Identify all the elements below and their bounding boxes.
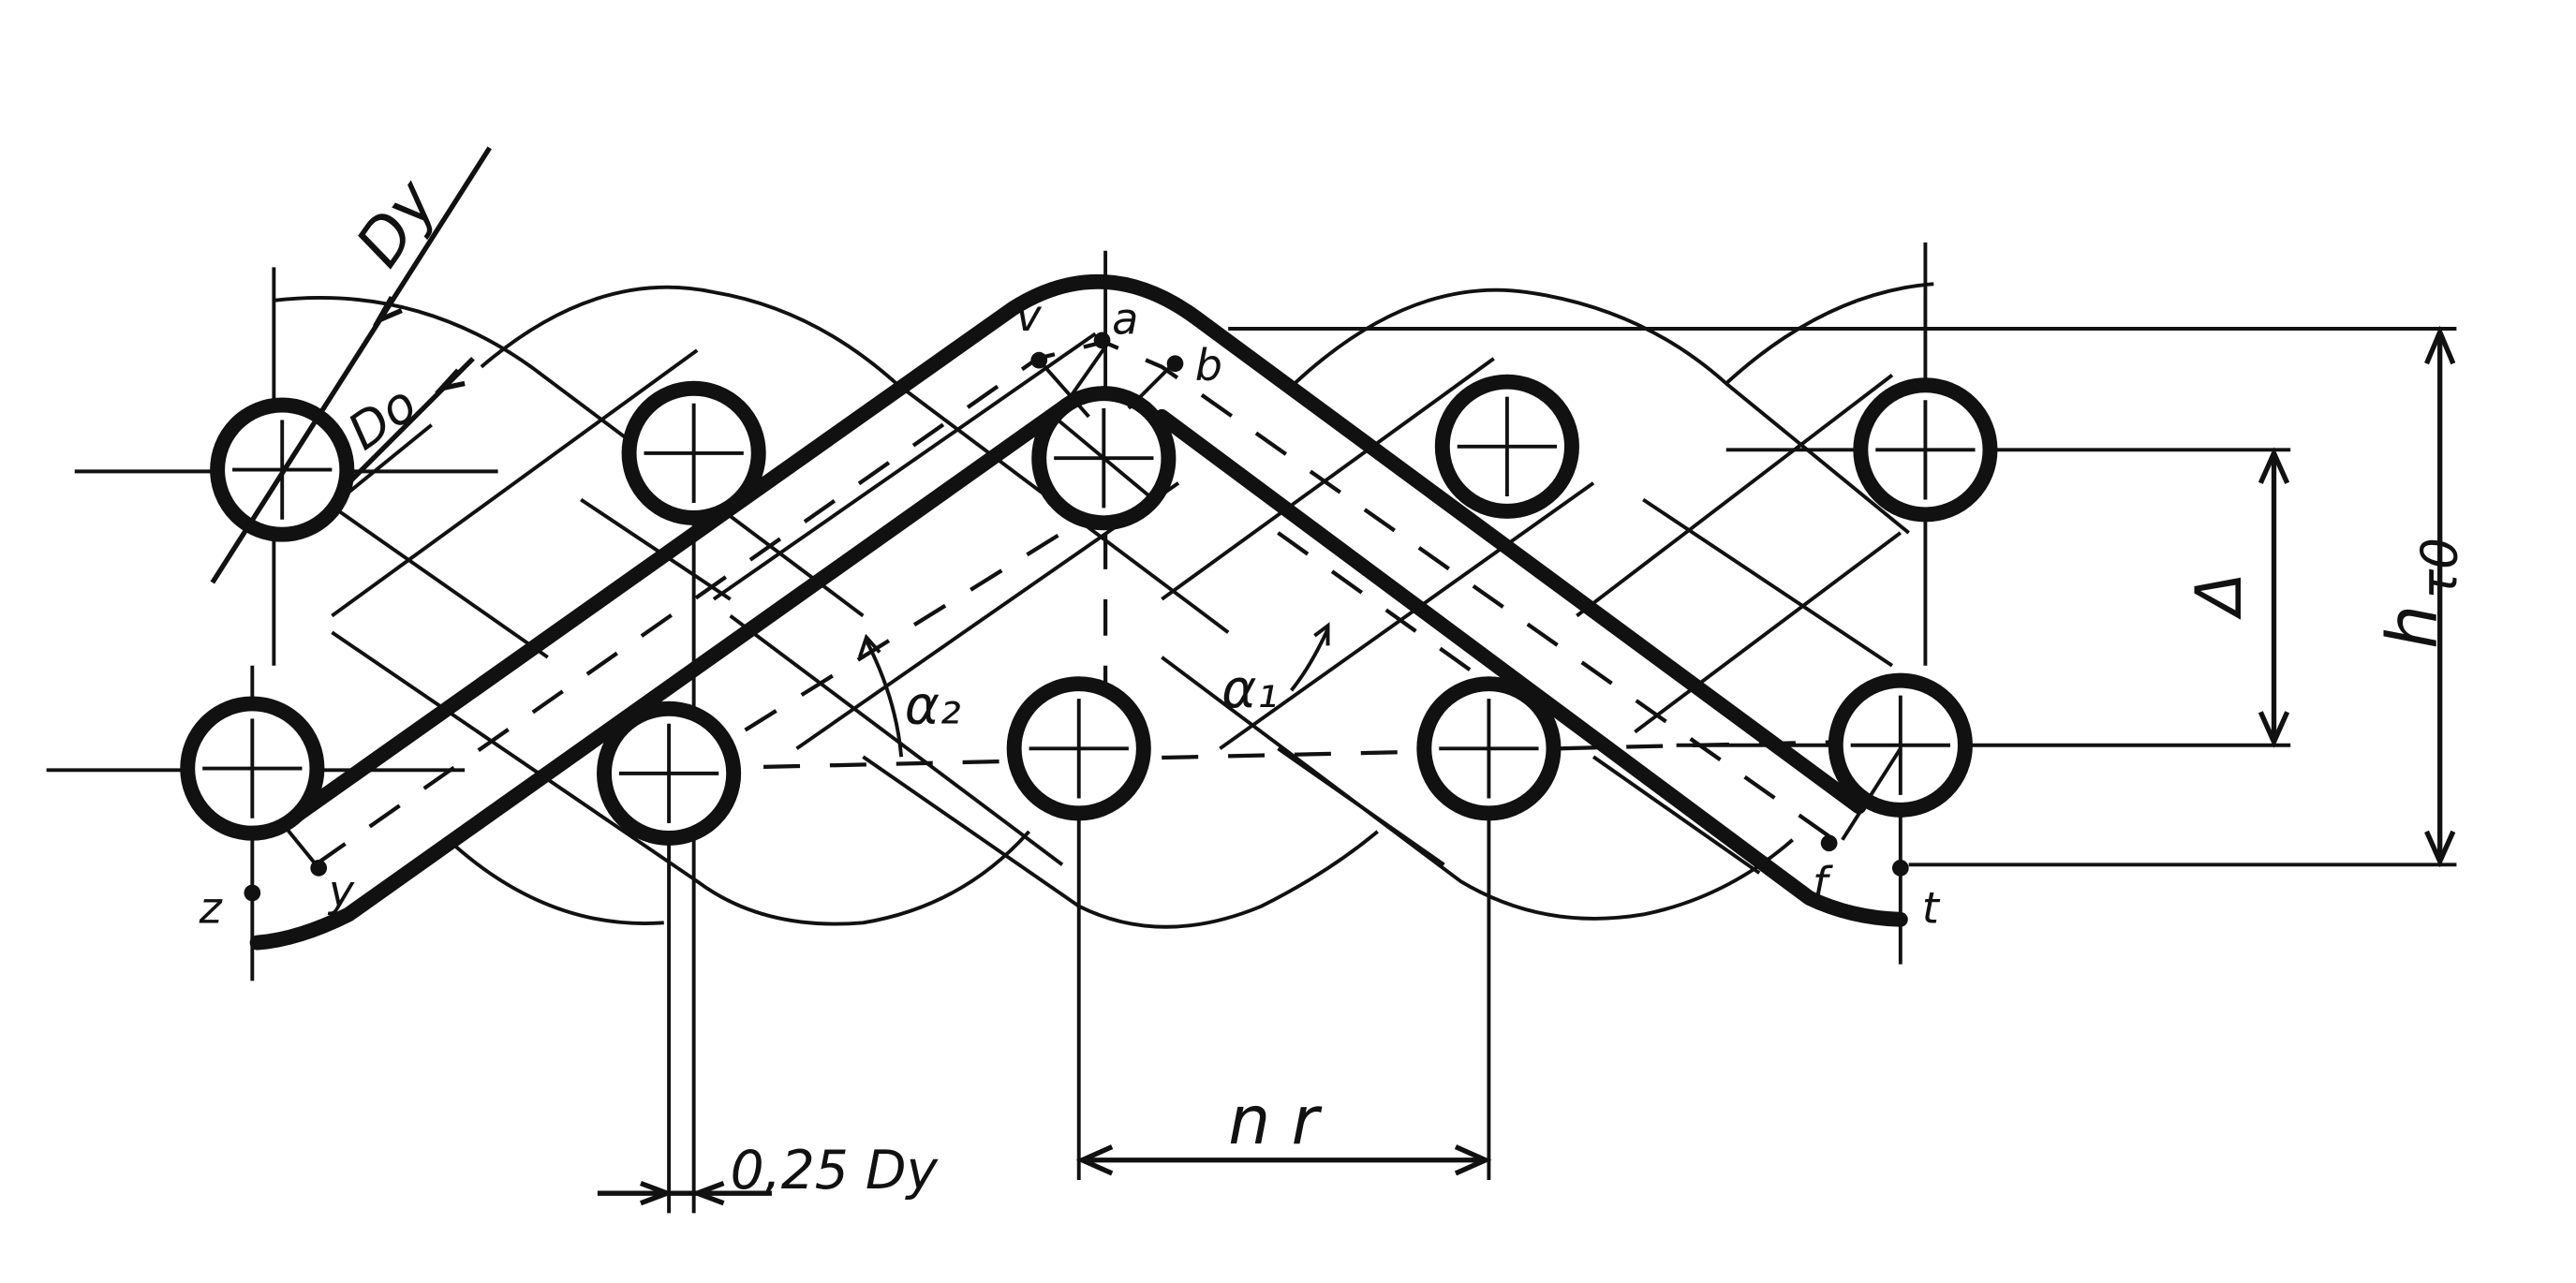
section-top-2 [621, 380, 766, 525]
point-v [1030, 351, 1048, 369]
point-b [1166, 355, 1184, 373]
label-alpha2: α₂ [905, 675, 961, 737]
label-y: y [327, 866, 355, 917]
label-z: z [199, 882, 223, 933]
section-top-3 [1031, 386, 1177, 531]
labels: Dy Do a v b z y f t α₂ α₁ Δ h τ0 n r 0,2… [199, 167, 2469, 1202]
point-a [1093, 332, 1111, 349]
section-bottom-2 [597, 700, 742, 846]
section-bottom-5 [1828, 672, 1973, 841]
label-b: b [1195, 340, 1222, 391]
label-a: a [1112, 293, 1138, 344]
angle-markers [857, 622, 1330, 758]
section-top-5 [1853, 377, 1998, 523]
section-bottom-3 [1006, 676, 1151, 821]
diameter-leaders [210, 146, 1176, 870]
section-bottom-1 [180, 696, 325, 841]
section-bottom-4 [1416, 676, 1562, 821]
label-h: h [2372, 605, 2453, 649]
label-alpha1: α₁ [1221, 658, 1278, 720]
label-t: t [1922, 882, 1941, 933]
background-strands [274, 282, 1934, 929]
point-f [1820, 834, 1838, 852]
label-nr: n r [1228, 1082, 1322, 1159]
section-top-4 [1434, 374, 1579, 519]
label-v: v [1015, 290, 1042, 341]
label-quarter-dy: 0,25 Dy [731, 1140, 940, 1202]
label-h-subscript: τ0 [2410, 538, 2468, 599]
cross-sections [180, 374, 1998, 846]
point-y [310, 860, 328, 877]
point-z [244, 884, 261, 902]
dimension-lines [597, 325, 2456, 1206]
label-delta: Δ [2183, 572, 2256, 620]
key-points [244, 332, 1909, 902]
point-t [1891, 860, 1909, 877]
label-dy: Dy [342, 167, 452, 280]
